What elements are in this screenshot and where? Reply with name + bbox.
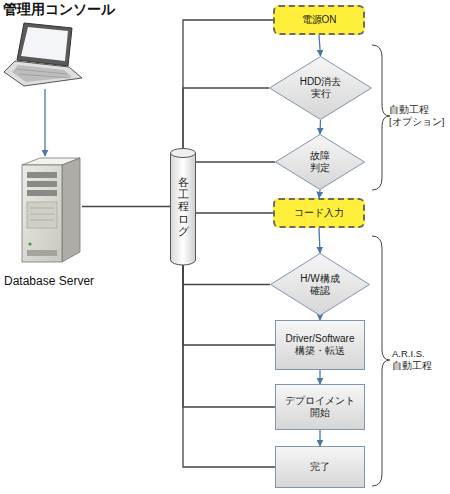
connector [196,212,273,213]
connector [82,206,170,207]
log-cylinder: 各工程ログ [170,148,196,265]
process-box: デプロイメント 開始 [275,384,365,430]
connector [183,265,275,467]
server-icon [22,158,80,262]
node-text: 故障 判定 [310,150,331,174]
connector [319,430,320,446]
node-text: Database Server [4,274,94,288]
connector [183,20,273,148]
connector [44,89,45,156]
node-text: 電源ON [302,14,337,26]
connector [319,35,321,56]
bracket-label: A.R.I.S. 自動工程 [392,348,433,372]
connector [319,120,321,134]
decision-diamond: 故障 判定 [275,134,365,190]
node-text: H/W構成 確認 [300,273,341,297]
process-box: 完了 [275,446,365,488]
console-label-area: 管理用コンソール [3,1,131,89]
connector [319,190,320,198]
connector [183,265,275,345]
decision-diamond: H/W構成 確認 [270,253,370,316]
process-box: Driver/Software 構築・転送 [275,320,365,370]
node-text: HDD消去 実行 [299,76,342,100]
input-terminal: コード入力 [273,198,365,228]
connector [319,228,320,253]
connector [183,265,275,407]
connector [196,161,275,162]
connector [319,370,320,384]
connector [183,265,270,285]
node-text: コード入力 [294,207,344,219]
start-terminal: 電源ON [273,5,365,35]
bracket [372,236,390,486]
node-text: デプロイメント 開始 [285,395,356,419]
node-text: 各工程ログ [178,176,189,236]
decision-diamond: HDD消去 実行 [269,56,372,120]
bracket [372,45,390,190]
node-text: 完了 [310,461,330,473]
node-text: Driver/Software 構築・転送 [285,333,355,357]
server-label-area: Database Server [4,156,108,288]
node-text: 管理用コンソール [3,1,115,18]
bracket-label: 自動工程 [オプション] [389,104,446,128]
connector [183,88,269,148]
laptop-icon [4,23,82,86]
